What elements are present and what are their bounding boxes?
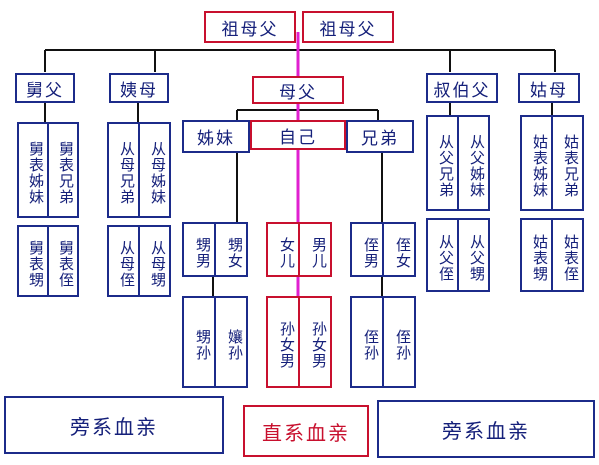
- descendant-cell: 侄孙: [362, 329, 380, 361]
- cousin-cell: 从母姊妹: [138, 124, 169, 216]
- cousin-cell: 从父侄: [437, 234, 455, 282]
- brother-children: 侄男 侄女: [350, 222, 416, 277]
- paternal-uncle-children: 从父兄弟 从父姊妹: [426, 115, 490, 211]
- descendant-cell: 孙女男: [298, 298, 330, 386]
- descendant-cell: 甥孙: [194, 329, 212, 361]
- paternal-aunt-box: 姑母: [518, 73, 580, 103]
- cousin-cell: 姑表姊妹: [531, 134, 549, 198]
- own-children: 女儿 男儿: [266, 222, 332, 277]
- maternal-aunt-grandchildren: 从母侄 从母甥: [107, 225, 171, 297]
- brothers-box: 兄弟: [346, 120, 414, 153]
- cousin-cell: 舅表兄弟: [47, 124, 77, 216]
- grandparent-right: 祖母父: [302, 11, 394, 43]
- sisters-box: 姊妹: [182, 120, 250, 153]
- descendant-cell: 甥女: [214, 224, 246, 275]
- legend-direct: 直系血亲: [243, 405, 369, 457]
- maternal-aunt-children: 从母兄弟 从母姊妹: [107, 122, 171, 218]
- cousin-cell: 从母兄弟: [118, 141, 136, 205]
- cousin-cell: 从父兄弟: [437, 134, 455, 198]
- cousin-cell: 姑表侄: [551, 220, 582, 290]
- descendant-cell: 侄男: [362, 236, 380, 269]
- cousin-cell: 姑表兄弟: [551, 117, 582, 209]
- self-box: 自己: [250, 120, 346, 150]
- maternal-aunt-box: 姨母: [109, 73, 169, 103]
- descendant-cell: 男儿: [298, 224, 330, 275]
- cousin-cell: 舅表侄: [47, 227, 77, 295]
- cousin-cell: 从母侄: [118, 240, 136, 288]
- paternal-uncle-box: 叔伯父: [426, 73, 498, 103]
- maternal-uncle-box: 舅父: [15, 73, 75, 103]
- descendant-cell: 孃孙: [214, 298, 246, 386]
- descendant-cell: 女儿: [278, 236, 296, 269]
- sister-children: 甥男 甥女: [182, 222, 248, 277]
- descendant-cell: 孙女男: [278, 321, 296, 369]
- cousin-cell: 从母甥: [138, 227, 169, 295]
- own-grandchildren: 孙女男 孙女男: [266, 296, 332, 388]
- descendant-cell: 甥男: [194, 236, 212, 269]
- paternal-uncle-grandchildren: 从父侄 从父甥: [426, 218, 490, 292]
- cousin-cell: 从父甥: [457, 220, 488, 290]
- grandparent-left: 祖母父: [204, 11, 296, 43]
- legend-collateral-right: 旁系血亲: [377, 400, 595, 458]
- cousin-cell: 舅表甥: [27, 240, 45, 288]
- paternal-aunt-children: 姑表姊妹 姑表兄弟: [520, 115, 584, 211]
- maternal-uncle-grandchildren: 舅表甥 舅表侄: [17, 225, 79, 297]
- maternal-uncle-children: 舅表姊妹 舅表兄弟: [17, 122, 79, 218]
- brother-grandchildren: 侄孙 侄孙: [350, 296, 416, 388]
- legend-collateral-left: 旁系血亲: [4, 396, 224, 454]
- cousin-cell: 从父姊妹: [457, 117, 488, 209]
- descendant-cell: 侄女: [382, 224, 414, 275]
- parents-box: 母父: [252, 76, 344, 104]
- descendant-cell: 侄孙: [382, 298, 414, 386]
- sister-grandchildren: 甥孙 孃孙: [182, 296, 248, 388]
- cousin-cell: 姑表甥: [531, 234, 549, 282]
- paternal-aunt-grandchildren: 姑表甥 姑表侄: [520, 218, 584, 292]
- cousin-cell: 舅表姊妹: [27, 141, 45, 205]
